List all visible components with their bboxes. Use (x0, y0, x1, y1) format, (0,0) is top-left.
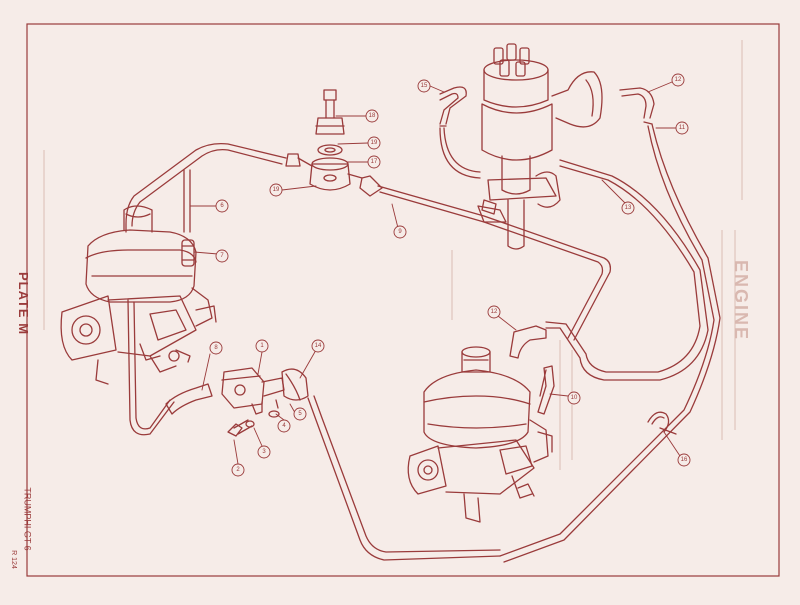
callout-1: 1 (255, 339, 269, 353)
callout-11: 11 (675, 121, 689, 135)
callout-12-top: 12 (671, 73, 685, 87)
svg-text:14: 14 (315, 343, 322, 349)
leader-lines (189, 81, 681, 465)
callout-15: 15 (417, 79, 431, 93)
callout-9: 9 (393, 225, 407, 239)
distributor (481, 43, 603, 250)
callout-17: 17 (367, 155, 381, 169)
callout-2: 2 (231, 463, 245, 477)
callout-12-right: 12 (487, 305, 501, 319)
svg-text:1: 1 (260, 343, 264, 349)
bleed-through-title: ENGINE (731, 259, 752, 342)
pipe-14 (307, 395, 501, 561)
clip-16 (647, 411, 677, 435)
callout-4: 4 (277, 419, 291, 433)
callout-16: 16 (677, 453, 691, 467)
hose-8 (165, 383, 213, 415)
svg-text:6: 6 (220, 203, 224, 209)
pipe-11 (499, 123, 721, 563)
svg-text:19: 19 (273, 187, 280, 193)
plate-title: PLATE M (16, 271, 32, 336)
callout-10: 10 (567, 391, 581, 405)
pipe-13 (439, 127, 709, 381)
svg-text:17: 17 (371, 159, 378, 165)
svg-text:2: 2 (236, 467, 240, 473)
hose-15 (439, 86, 467, 127)
callout-13: 13 (621, 201, 635, 215)
callout-14: 14 (311, 339, 325, 353)
callout-7: 7 (215, 249, 229, 263)
svg-text:12: 12 (491, 309, 498, 315)
svg-text:15: 15 (421, 83, 428, 89)
svg-text:18: 18 (369, 113, 376, 119)
left-carburettor (60, 205, 217, 385)
svg-text:12: 12 (675, 77, 682, 83)
callout-18: 18 (365, 109, 379, 123)
svg-text:9: 9 (398, 229, 402, 235)
model-label: TRUMPHI GT 6 (22, 487, 33, 551)
page-border (26, 23, 780, 577)
svg-text:7: 7 (220, 253, 224, 259)
plate-code: R 124 (9, 550, 17, 569)
pipe-6-vertical (181, 169, 195, 267)
svg-text:11: 11 (679, 125, 686, 131)
hose-12-right (509, 325, 547, 359)
svg-text:13: 13 (625, 205, 632, 211)
pipe-loop-left (125, 142, 287, 436)
svg-text:16: 16 (681, 457, 688, 463)
hose-10 (537, 365, 555, 415)
pipe-9 (359, 175, 612, 341)
center-fitting (221, 367, 309, 437)
bleed-through-lines (43, 40, 743, 470)
svg-text:10: 10 (571, 395, 578, 401)
callout-6: 6 (215, 199, 229, 213)
hose-12-top (619, 87, 655, 125)
svg-text:8: 8 (214, 345, 218, 351)
callout-19-left: 19 (269, 183, 283, 197)
callouts: 1 2 3 4 5 6 7 8 9 10 11 12 12 13 14 15 1… (209, 73, 691, 477)
right-carburettor (407, 346, 553, 523)
callout-3: 3 (257, 445, 271, 459)
svg-text:5: 5 (298, 411, 302, 417)
svg-text:19: 19 (371, 140, 378, 146)
callout-19-top: 19 (367, 136, 381, 150)
svg-text:4: 4 (282, 423, 286, 429)
svg-text:3: 3 (262, 449, 266, 455)
callout-5: 5 (293, 407, 307, 421)
vacuum-fitting (285, 89, 363, 191)
callout-8: 8 (209, 341, 223, 355)
